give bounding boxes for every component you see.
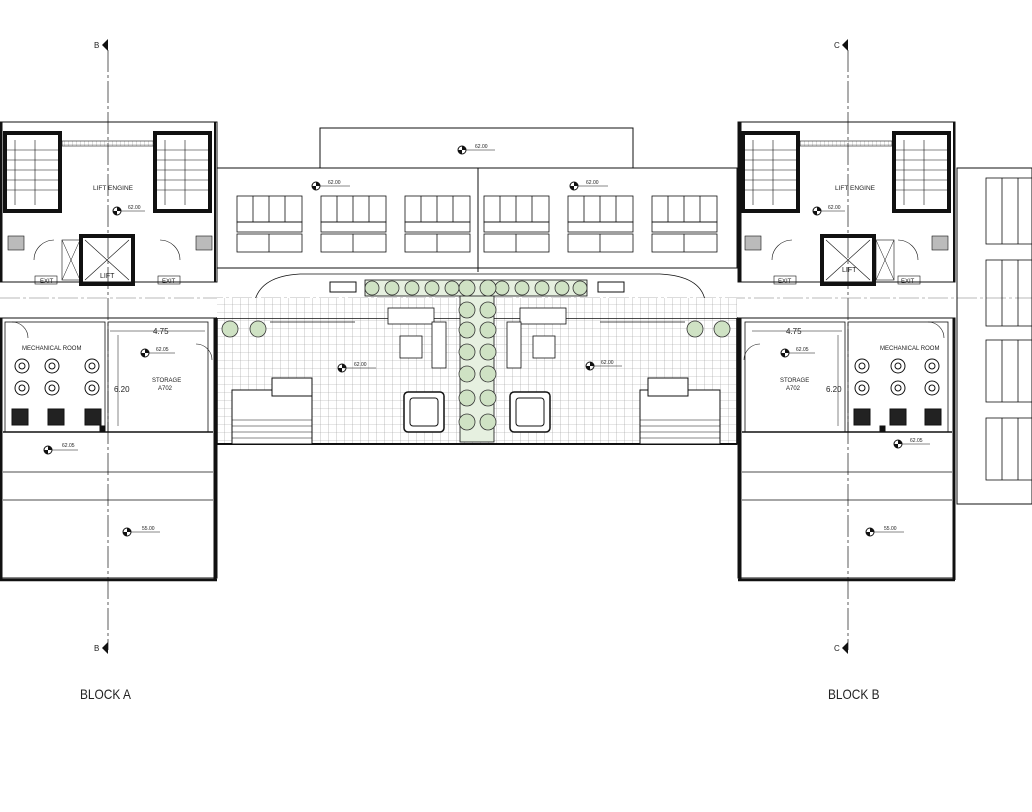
planter-trees — [221, 279, 731, 431]
svg-text:62.00: 62.00 — [128, 205, 141, 211]
section-marker-c-top: C — [834, 39, 848, 51]
level-marker: 62.00 — [112, 205, 145, 216]
svg-text:55.00: 55.00 — [884, 526, 897, 532]
svg-text:C: C — [834, 41, 840, 50]
svg-text:62.00: 62.00 — [586, 180, 599, 186]
level-marker: 62.05 — [893, 438, 930, 449]
dimension-height: 6.20 — [114, 385, 130, 394]
storage-code-label: A702 — [158, 386, 173, 392]
block-a-plan — [0, 121, 218, 582]
level-marker: 55.00 — [122, 526, 160, 537]
center-roof-plan — [216, 127, 738, 445]
svg-text:62.00: 62.00 — [828, 205, 841, 211]
svg-text:62.00: 62.00 — [601, 360, 614, 366]
svg-text:62.00: 62.00 — [475, 144, 488, 150]
level-marker: 62.00 — [812, 205, 845, 216]
level-marker: 62.00 — [337, 362, 376, 373]
svg-text:62.05: 62.05 — [156, 347, 169, 353]
center-labels: 62.00 62.00 62.00 62.00 62.00 — [311, 144, 622, 373]
svg-text:B: B — [94, 644, 99, 653]
svg-text:62.05: 62.05 — [62, 443, 75, 449]
section-marker-b-top: B — [94, 39, 108, 51]
svg-text:62.00: 62.00 — [354, 362, 367, 368]
lift-label: LIFT — [100, 273, 115, 280]
exit-label: EXIT — [901, 279, 915, 285]
storage-code-label: A702 — [786, 386, 801, 392]
svg-text:55.00: 55.00 — [142, 526, 155, 532]
mechanical-room-label: MECHANICAL ROOM — [22, 346, 81, 352]
lift-engine-label: LIFT ENGINE — [93, 185, 134, 192]
level-marker: 62.00 — [585, 360, 622, 371]
storage-label: STORAGE — [780, 378, 809, 384]
lift-label: LIFT — [842, 267, 857, 274]
svg-text:62.00: 62.00 — [328, 180, 341, 186]
level-marker: 62.00 — [457, 144, 495, 155]
block-a-labels: LIFT ENGINE LIFT EXIT EXIT MECHANICAL RO… — [22, 185, 181, 537]
dimension-width: 4.75 — [153, 327, 169, 336]
svg-text:C: C — [834, 644, 840, 653]
svg-text:62.05: 62.05 — [910, 438, 923, 444]
level-marker: 62.05 — [780, 347, 815, 358]
block-a-title: BLOCK A — [80, 686, 131, 702]
storage-label: STORAGE — [152, 378, 181, 384]
mechanical-room-label: MECHANICAL ROOM — [880, 346, 939, 352]
level-marker: 62.00 — [311, 180, 350, 191]
level-marker: 62.05 — [140, 347, 175, 358]
level-marker: 62.00 — [569, 180, 608, 191]
dimension-width: 4.75 — [786, 327, 802, 336]
section-marker-c-bottom: C — [834, 642, 848, 654]
block-b-plan — [737, 121, 1032, 582]
level-marker: 55.00 — [865, 526, 904, 537]
dimension-height: 6.20 — [826, 385, 842, 394]
exit-label: EXIT — [778, 279, 792, 285]
lift-engine-label: LIFT ENGINE — [835, 185, 876, 192]
exit-label: EXIT — [162, 279, 176, 285]
svg-text:62.05: 62.05 — [796, 347, 809, 353]
level-marker: 62.05 — [43, 443, 78, 455]
exit-label: EXIT — [40, 279, 54, 285]
block-b-labels: LIFT ENGINE LIFT EXIT EXIT MECHANICAL RO… — [778, 185, 939, 537]
section-label: B — [94, 41, 99, 50]
section-marker-b-bottom: B — [94, 642, 108, 654]
block-b-title: BLOCK B — [828, 686, 880, 702]
